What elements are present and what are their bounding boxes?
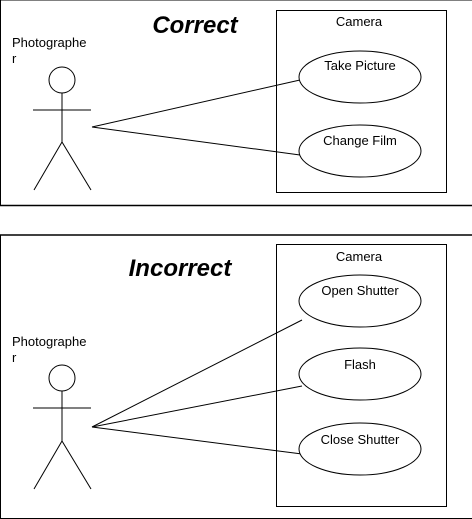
- system-name: Camera: [336, 14, 383, 29]
- actor-label: Photographe: [12, 334, 86, 349]
- actor-stick-figure: [33, 364, 92, 490]
- association-line: [91, 385, 303, 428]
- association-line: [91, 79, 301, 128]
- system-boundary: [276, 244, 447, 507]
- system-name: Camera: [336, 249, 383, 264]
- actor-left-leg: [33, 141, 63, 191]
- actor-right-leg: [61, 141, 92, 191]
- diagram-panel-incorrect: Incorrect Photographe r Camera Open Shut…: [0, 234, 472, 519]
- diagram-canvas-correct: Correct Photographe r Camera Take Pictur…: [0, 0, 472, 207]
- use-case-label: Flash: [344, 357, 376, 372]
- association-line: [91, 126, 301, 156]
- use-case-ellipse: [298, 422, 422, 476]
- diagram-panel-correct: Correct Photographe r Camera Take Pictur…: [0, 0, 472, 207]
- system-boundary: [276, 10, 447, 193]
- actor-label-wrap: r: [12, 350, 17, 365]
- actor-head: [48, 364, 76, 392]
- association-line: [91, 426, 303, 455]
- actor-right-leg: [61, 440, 92, 490]
- actor-stick-figure: [33, 66, 92, 191]
- actor-head: [48, 66, 76, 94]
- verdict-title: Incorrect: [129, 255, 233, 282]
- use-case-label: Take Picture: [324, 58, 396, 73]
- association-line: [91, 319, 303, 428]
- use-case-ellipse: [298, 347, 422, 401]
- use-case-label: Change Film: [323, 133, 397, 148]
- use-case-ellipse: [298, 124, 422, 178]
- use-case-ellipse: [298, 274, 422, 328]
- actor-label: Photographe: [12, 35, 86, 50]
- use-case-label: Close Shutter: [321, 432, 400, 447]
- use-case-ellipse: [298, 50, 422, 104]
- actor-label-wrap: r: [12, 51, 17, 66]
- actor-left-leg: [33, 440, 63, 490]
- diagram-canvas-incorrect: Incorrect Photographe r Camera Open Shut…: [0, 234, 472, 519]
- use-case-label: Open Shutter: [321, 283, 399, 298]
- verdict-title: Correct: [152, 12, 238, 39]
